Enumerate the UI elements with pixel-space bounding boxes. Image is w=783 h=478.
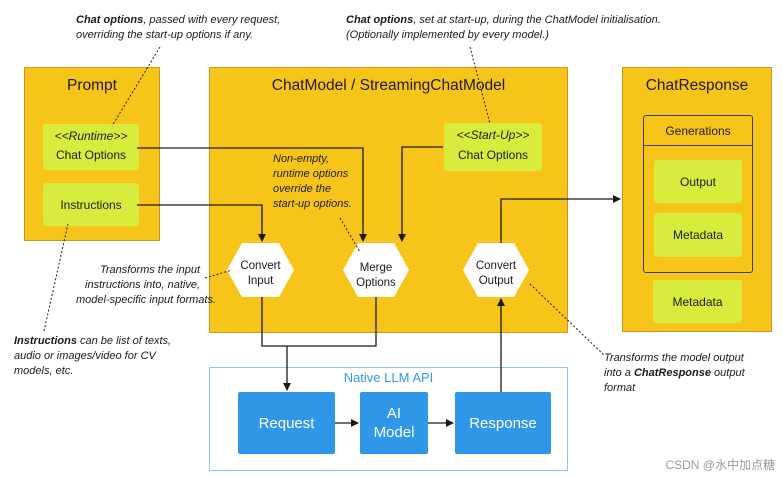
startup-to-merge-arrow [398, 146, 443, 242]
watermark: CSDN @水中加点糖 [665, 458, 775, 472]
override-note-line2: runtime options [273, 168, 349, 180]
transform-output-line1: Transforms the model output [604, 352, 744, 364]
convert-output-line2: Output [478, 275, 514, 287]
startup-options-note-line2: (Optionally implemented by every model.) [346, 29, 549, 41]
convert-input-line1: Convert [240, 260, 281, 272]
prompt-title: Prompt [67, 77, 117, 94]
transform-out-leader [529, 283, 606, 357]
override-note: Non-empty, runtime options override the … [273, 152, 352, 212]
override-note-line1: Non-empty, [273, 153, 330, 165]
convert-input-hexagon [227, 243, 294, 297]
merge-options-label: Merge Options [343, 261, 409, 291]
transform-input-line1: Transforms the input [99, 264, 200, 276]
merge-options-hexagon [343, 243, 409, 297]
startup-chat-options-box: <<Start-Up>> Chat Options [444, 123, 542, 171]
output-box: Output [654, 160, 742, 203]
response-metadata-label: Metadata [672, 294, 723, 309]
runtime-options-note-line2: overriding the start-up options if any. [76, 29, 254, 41]
runtime-stereotype: <<Runtime>> [54, 129, 128, 143]
merge-to-request-line [287, 297, 377, 347]
chatresponse-title: ChatResponse [645, 77, 749, 94]
transform-output-post: output [711, 367, 745, 379]
runtime-to-merge-arrow [137, 147, 367, 242]
generations-label: Generations [665, 124, 731, 138]
startup-options-note-bold: Chat options [346, 14, 414, 26]
chatresponse-box: ChatResponse Generations Output Metadata… [622, 67, 772, 332]
native-llm-api-title: Native LLM API [343, 370, 434, 385]
convert-output-hexagon [463, 243, 529, 297]
request-box: Request [238, 392, 335, 454]
transform-input-line3: model-specific input formats. [76, 294, 216, 306]
instructions-label: Instructions [60, 197, 122, 212]
transform-output-line3: format [604, 382, 636, 394]
transform-in-leader [204, 269, 233, 279]
runtime-options-note: Chat options, passed with every request,… [76, 13, 280, 43]
output-label: Output [679, 174, 717, 189]
convert-input-label: Convert Input [227, 259, 294, 289]
transform-input-note: Transforms the input instructions into, … [76, 263, 216, 308]
instructions-note-line2: audio or images/video for CV [14, 350, 156, 362]
instructions-note-text: can be list of texts, [76, 335, 172, 347]
convert-output-line1: Convert [475, 260, 517, 272]
instructions-to-convert-arrow [137, 204, 266, 242]
ai-model-label-line1: AI [386, 405, 402, 422]
response-box: Response [455, 392, 551, 454]
response-metadata-box: Metadata [653, 280, 742, 323]
generation-metadata-label: Metadata [672, 228, 724, 242]
convert-input-to-request-line [261, 297, 287, 347]
ai-model-label-line2: Model [373, 424, 415, 441]
merge-options-line2: Options [356, 277, 396, 289]
instructions-note-leader [43, 223, 69, 332]
native-llm-api-box: Native LLM API [209, 367, 568, 471]
generations-box: Generations Output Metadata [643, 115, 753, 273]
startup-note-leader [469, 46, 491, 125]
override-note-line3: override the [273, 183, 332, 195]
runtime-note-leader [111, 46, 161, 127]
request-label: Request [258, 414, 315, 432]
convert-output-to-chatresponse-arrow [500, 195, 621, 243]
instructions-box: Instructions [43, 183, 139, 226]
transform-input-line2: instructions into, native, [85, 279, 200, 291]
runtime-options-note-text: , passed with every request, [143, 14, 281, 26]
transform-output-pre: into a [604, 367, 634, 379]
prompt-chat-options-box: <<Runtime>> Chat Options [43, 124, 139, 170]
convert-output-label: Convert Output [463, 259, 529, 289]
startup-options-note: Chat options, set at start-up, during th… [346, 13, 661, 43]
prompt-chat-options-label: Chat Options [55, 148, 127, 162]
override-note-leader [339, 217, 361, 253]
chatmodel-title: ChatModel / StreamingChatModel [271, 77, 506, 94]
generation-metadata-box: Metadata [654, 213, 742, 257]
instructions-note-line3: models, etc. [14, 365, 74, 377]
ai-model-box: AI Model [360, 392, 428, 454]
instructions-note-bold: Instructions [14, 335, 77, 347]
runtime-options-note-bold: Chat options [76, 14, 144, 26]
prompt-box: Prompt <<Runtime>> Chat Options Instruct… [24, 67, 160, 241]
override-note-line4: start-up options. [273, 198, 352, 210]
startup-options-note-text: , set at start-up, during the ChatModel … [413, 14, 661, 26]
convert-input-line2: Input [247, 275, 274, 287]
response-label: Response [469, 414, 537, 432]
startup-chat-options-label: Chat Options [457, 148, 529, 162]
instructions-note: Instructions can be list of texts, audio… [14, 334, 171, 379]
merge-options-line1: Merge [359, 262, 393, 274]
transform-output-note: Transforms the model output into a ChatR… [604, 351, 745, 396]
transform-output-bold: ChatResponse [633, 367, 711, 379]
startup-stereotype: <<Start-Up>> [456, 128, 530, 142]
